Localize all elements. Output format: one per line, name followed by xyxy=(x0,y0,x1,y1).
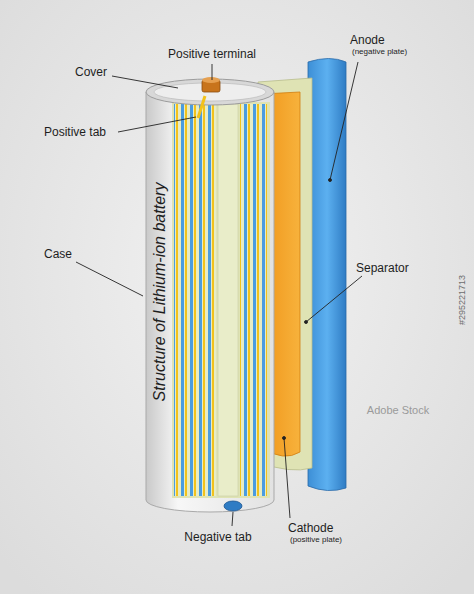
part-label: Cathode xyxy=(288,522,333,535)
part-label: Positive tab xyxy=(44,126,106,139)
part-sublabel: (positive plate) xyxy=(290,536,342,545)
case-title: Structure of Lithium-ion battery xyxy=(151,183,169,402)
leader-lines xyxy=(76,62,362,526)
part-sublabel: (negative plate) xyxy=(352,48,407,57)
part-label: Positive terminal xyxy=(168,48,256,61)
part-label: Separator xyxy=(356,262,409,275)
part-label: Negative tab xyxy=(184,531,251,544)
stock-id: #295221713 xyxy=(458,275,468,325)
part-label: Cover xyxy=(75,66,107,79)
part-label: Case xyxy=(44,248,72,261)
part-label: Anode xyxy=(350,34,385,47)
watermark: Adobe Stock xyxy=(367,404,429,416)
